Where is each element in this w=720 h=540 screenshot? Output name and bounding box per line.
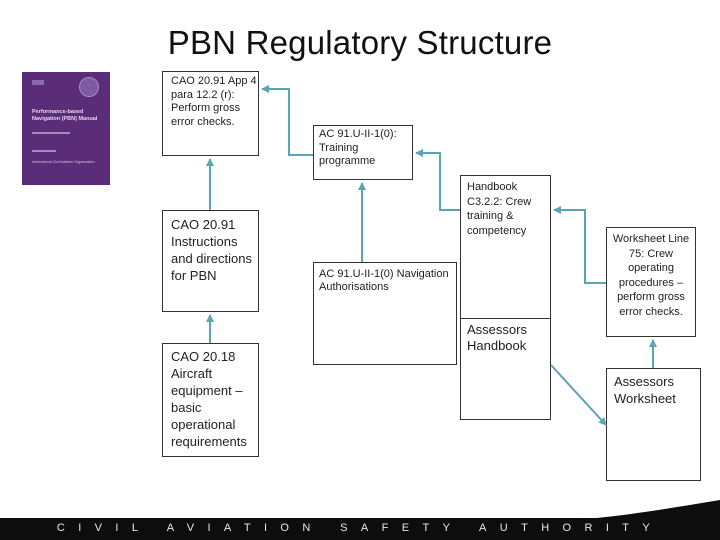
assessors-worksheet-text: Assessors Worksheet [614,374,676,406]
assessors-handbook-box: Assessors Handbook [460,318,551,420]
cover-divider [32,132,70,134]
cao-instructions-box: CAO 20.91 Instructions and directions fo… [162,210,259,312]
ac-training-text: AC 91.U-II-1(0): Training programme [319,128,397,167]
arrow-training-to-app4 [261,85,313,156]
cao-equipment-box: CAO 20.18 Aircraft equipment – basic ope… [162,343,259,457]
cover-logo-mark [32,80,44,85]
cao-instructions-text: CAO 20.91 Instructions and directions fo… [171,217,252,283]
footer-bar: CIVIL AVIATION SAFETY AUTHORITY [0,500,720,540]
assessors-worksheet-box: Assessors Worksheet [606,368,701,481]
page-title: PBN Regulatory Structure [167,24,553,61]
cao-app4-text: CAO 20.91 App 4 para 12.2 (r): Perform g… [171,75,257,128]
cover-title: Performance-based Navigation (PBN) Manua… [32,109,98,122]
footer-text: CIVIL AVIATION SAFETY AUTHORITY [56,522,664,534]
arrow-handbook-to-training [415,149,460,211]
worksheet-line-text: Worksheet Line 75: Crew operating proced… [612,233,690,318]
cao-equipment-text: CAO 20.18 Aircraft equipment – basic ope… [171,349,247,449]
cover-subtitle: International Civil Aviation Organizatio… [32,160,95,164]
arrow-assessors-handbook-to-worksheet [550,364,607,426]
worksheet-line-box: Worksheet Line 75: Crew operating proced… [606,227,696,337]
footer-wave-decoration [570,500,720,520]
assessors-handbook-text: Assessors Handbook [467,322,527,353]
ac-training-box: AC 91.U-II-1(0): Training programme [313,125,413,180]
ac-navigation-box: AC 91.U-II-1(0) Navigation Authorisation… [313,262,457,365]
cover-divider [32,150,56,152]
icao-emblem-icon [79,77,99,97]
handbook-text: Handbook C3.2.2: Crew training & compete… [467,181,532,237]
cao-app4-box: CAO 20.91 App 4 para 12.2 (r): Perform g… [162,71,259,156]
pbn-manual-cover-image: Performance-based Navigation (PBN) Manua… [22,72,110,185]
ac-navigation-text: AC 91.U-II-1(0) Navigation Authorisation… [319,268,449,293]
arrow-worksheet-to-handbook [553,206,606,284]
